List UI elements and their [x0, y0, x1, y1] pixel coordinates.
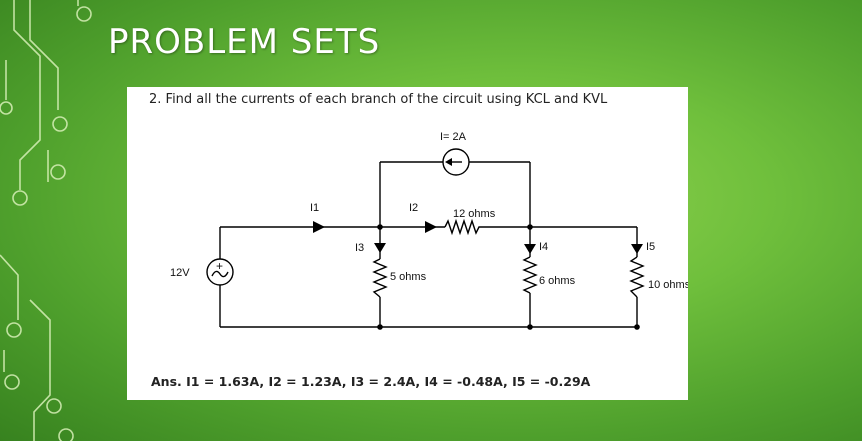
- label-i2: I2: [409, 202, 418, 214]
- label-i5: I5: [646, 241, 655, 253]
- resistor-10-ohms: [629, 256, 645, 298]
- resistor-5-ohms: [372, 258, 388, 298]
- node-bottom-510: [634, 324, 640, 330]
- label-5-ohms: 5 ohms: [390, 271, 427, 283]
- current-source-arrow-head: [445, 158, 452, 166]
- label-12-ohms: 12 ohms: [453, 208, 496, 220]
- voltage-source: [206, 258, 234, 286]
- arrow-i5: [631, 244, 643, 254]
- voltage-source-wave: [211, 270, 229, 278]
- label-plus: +: [216, 259, 223, 273]
- label-10-ohms: 10 ohms: [648, 279, 688, 291]
- arrow-i4: [524, 244, 536, 254]
- node-bottom-403: [527, 324, 533, 330]
- arrow-i3: [374, 243, 386, 253]
- resistor-12-ohms: [444, 218, 482, 236]
- label-current-source: I= 2A: [440, 131, 467, 143]
- problem-question: 2. Find all the currents of each branch …: [149, 92, 608, 107]
- label-i4: I4: [539, 241, 548, 253]
- arrow-i1: [313, 221, 325, 233]
- resistor-6-ohms: [522, 256, 538, 294]
- problem-answer: Ans. I1 = 1.63A, I2 = 1.23A, I3 = 2.4A, …: [151, 374, 591, 389]
- label-i1: I1: [310, 202, 319, 214]
- node-bottom-253: [377, 324, 383, 330]
- problem-panel: 2. Find all the currents of each branch …: [127, 87, 688, 400]
- node-top-253: [377, 224, 383, 230]
- label-i3: I3: [355, 242, 364, 254]
- arrow-i2: [425, 221, 437, 233]
- node-top-403: [527, 224, 533, 230]
- current-source: [442, 148, 470, 176]
- circuit-diagram: I= 2A 12V + I1 I2 I3 I4 I5 12 ohms 5 ohm…: [170, 131, 688, 330]
- slide-title: PROBLEM SETS: [108, 22, 381, 62]
- label-6-ohms: 6 ohms: [539, 275, 576, 287]
- label-12v: 12V: [170, 267, 190, 279]
